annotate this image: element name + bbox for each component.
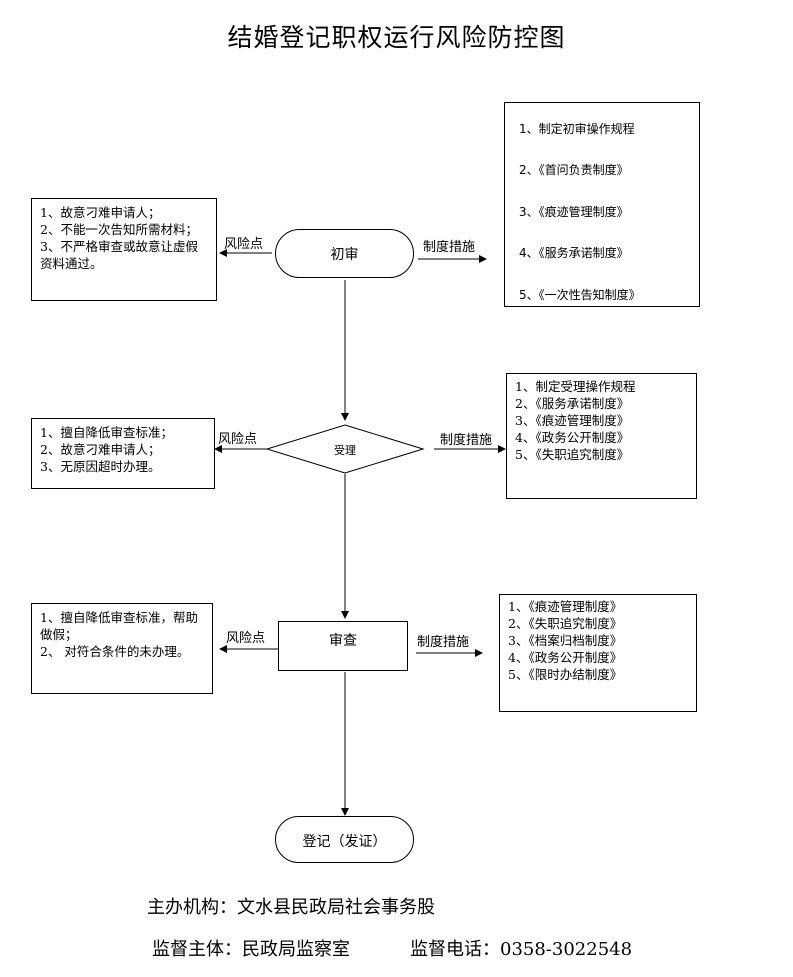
node-chushen-label: 初审 [330,247,359,263]
risk-box-shouli: 1、擅自降低审查标准； 2、故意刁难申请人； 3、无原因超时办理。 [31,418,215,489]
measure-item: 4、《政务公开制度》 [515,430,630,445]
footer-supervisor: 监督主体：民政局监察室 [152,939,350,960]
measure-item: 5、《一次性告知制度》 [519,288,641,302]
node-dengji-label: 登记（发证） [302,834,387,850]
node-chushen [275,229,414,278]
node-shouli-label: 受理 [334,444,356,457]
risk-item: 3、不严格审查或故意让虚假资料通过。 [40,239,198,271]
footer-phone: 监督电话：0358-3022548 [410,939,633,960]
measure-item: 2、《服务承诺制度》 [515,396,630,411]
risk-item: 2、故意刁难申请人； [40,442,161,457]
measure-item: 3、《痕迹管理制度》 [519,205,629,219]
risk-box-shencha: 1、擅自降低审查标准，帮助做假； 2、 对符合条件的未办理。 [31,603,213,694]
risk-item: 2、不能一次告知所需材料； [40,222,198,237]
risk-item: 1、擅自降低审查标准； [40,425,173,440]
risk-item: 3、无原因超时办理。 [40,459,161,474]
node-dengji [275,816,414,863]
measures-box-shouli: 1、制定受理操作规程 2、《服务承诺制度》 3、《痕迹管理制度》 4、《政务公开… [506,373,697,499]
measure-label-shouli: 制度措施 [440,433,493,448]
measure-item: 4、《服务承诺制度》 [519,246,629,260]
measures-box-shencha: 1、《痕迹管理制度》 2、《失职追究制度》 3、《档案归档制度》 4、《政务公开… [499,594,697,712]
measure-label-shencha: 制度措施 [417,635,470,650]
measure-item: 1、制定受理操作规程 [515,379,636,394]
shouli-diamond [265,424,425,474]
risk-item: 1、故意刁难申请人； [40,205,161,220]
risk-label-shouli: 风险点 [218,432,258,447]
risk-box-chushen: 1、故意刁难申请人； 2、不能一次告知所需材料； 3、不严格审查或故意让虚假资料… [31,198,217,301]
measure-item: 5、《失职追究制度》 [515,447,630,462]
node-shencha [278,621,408,671]
measure-item: 5、《限时办结制度》 [508,667,623,682]
measure-item: 4、《政务公开制度》 [508,650,623,665]
measure-item: 3、《档案归档制度》 [508,633,623,648]
risk-item: 1、擅自降低审查标准，帮助做假； [40,610,198,642]
measure-item: 2、《首问负责制度》 [519,163,629,177]
measure-item: 3、《痕迹管理制度》 [515,413,630,428]
node-shencha-label: 审查 [329,633,357,649]
measure-item: 1、制定初审操作规程 [519,122,635,136]
measures-box-chushen: 1、制定初审操作规程 2、《首问负责制度》 3、《痕迹管理制度》 4、《服务承诺… [504,102,700,307]
risk-label-chushen: 风险点 [224,237,264,252]
measure-item: 1、《痕迹管理制度》 [508,599,623,614]
diagram-title: 结婚登记职权运行风险防控图 [227,23,566,52]
measure-item: 2、《失职追究制度》 [508,616,623,631]
risk-label-shencha: 风险点 [226,631,266,646]
measure-label-chushen: 制度措施 [423,240,476,255]
risk-item: 2、 对符合条件的未办理。 [40,644,190,659]
footer-host: 主办机构：文水县民政局社会事务股 [147,897,435,918]
